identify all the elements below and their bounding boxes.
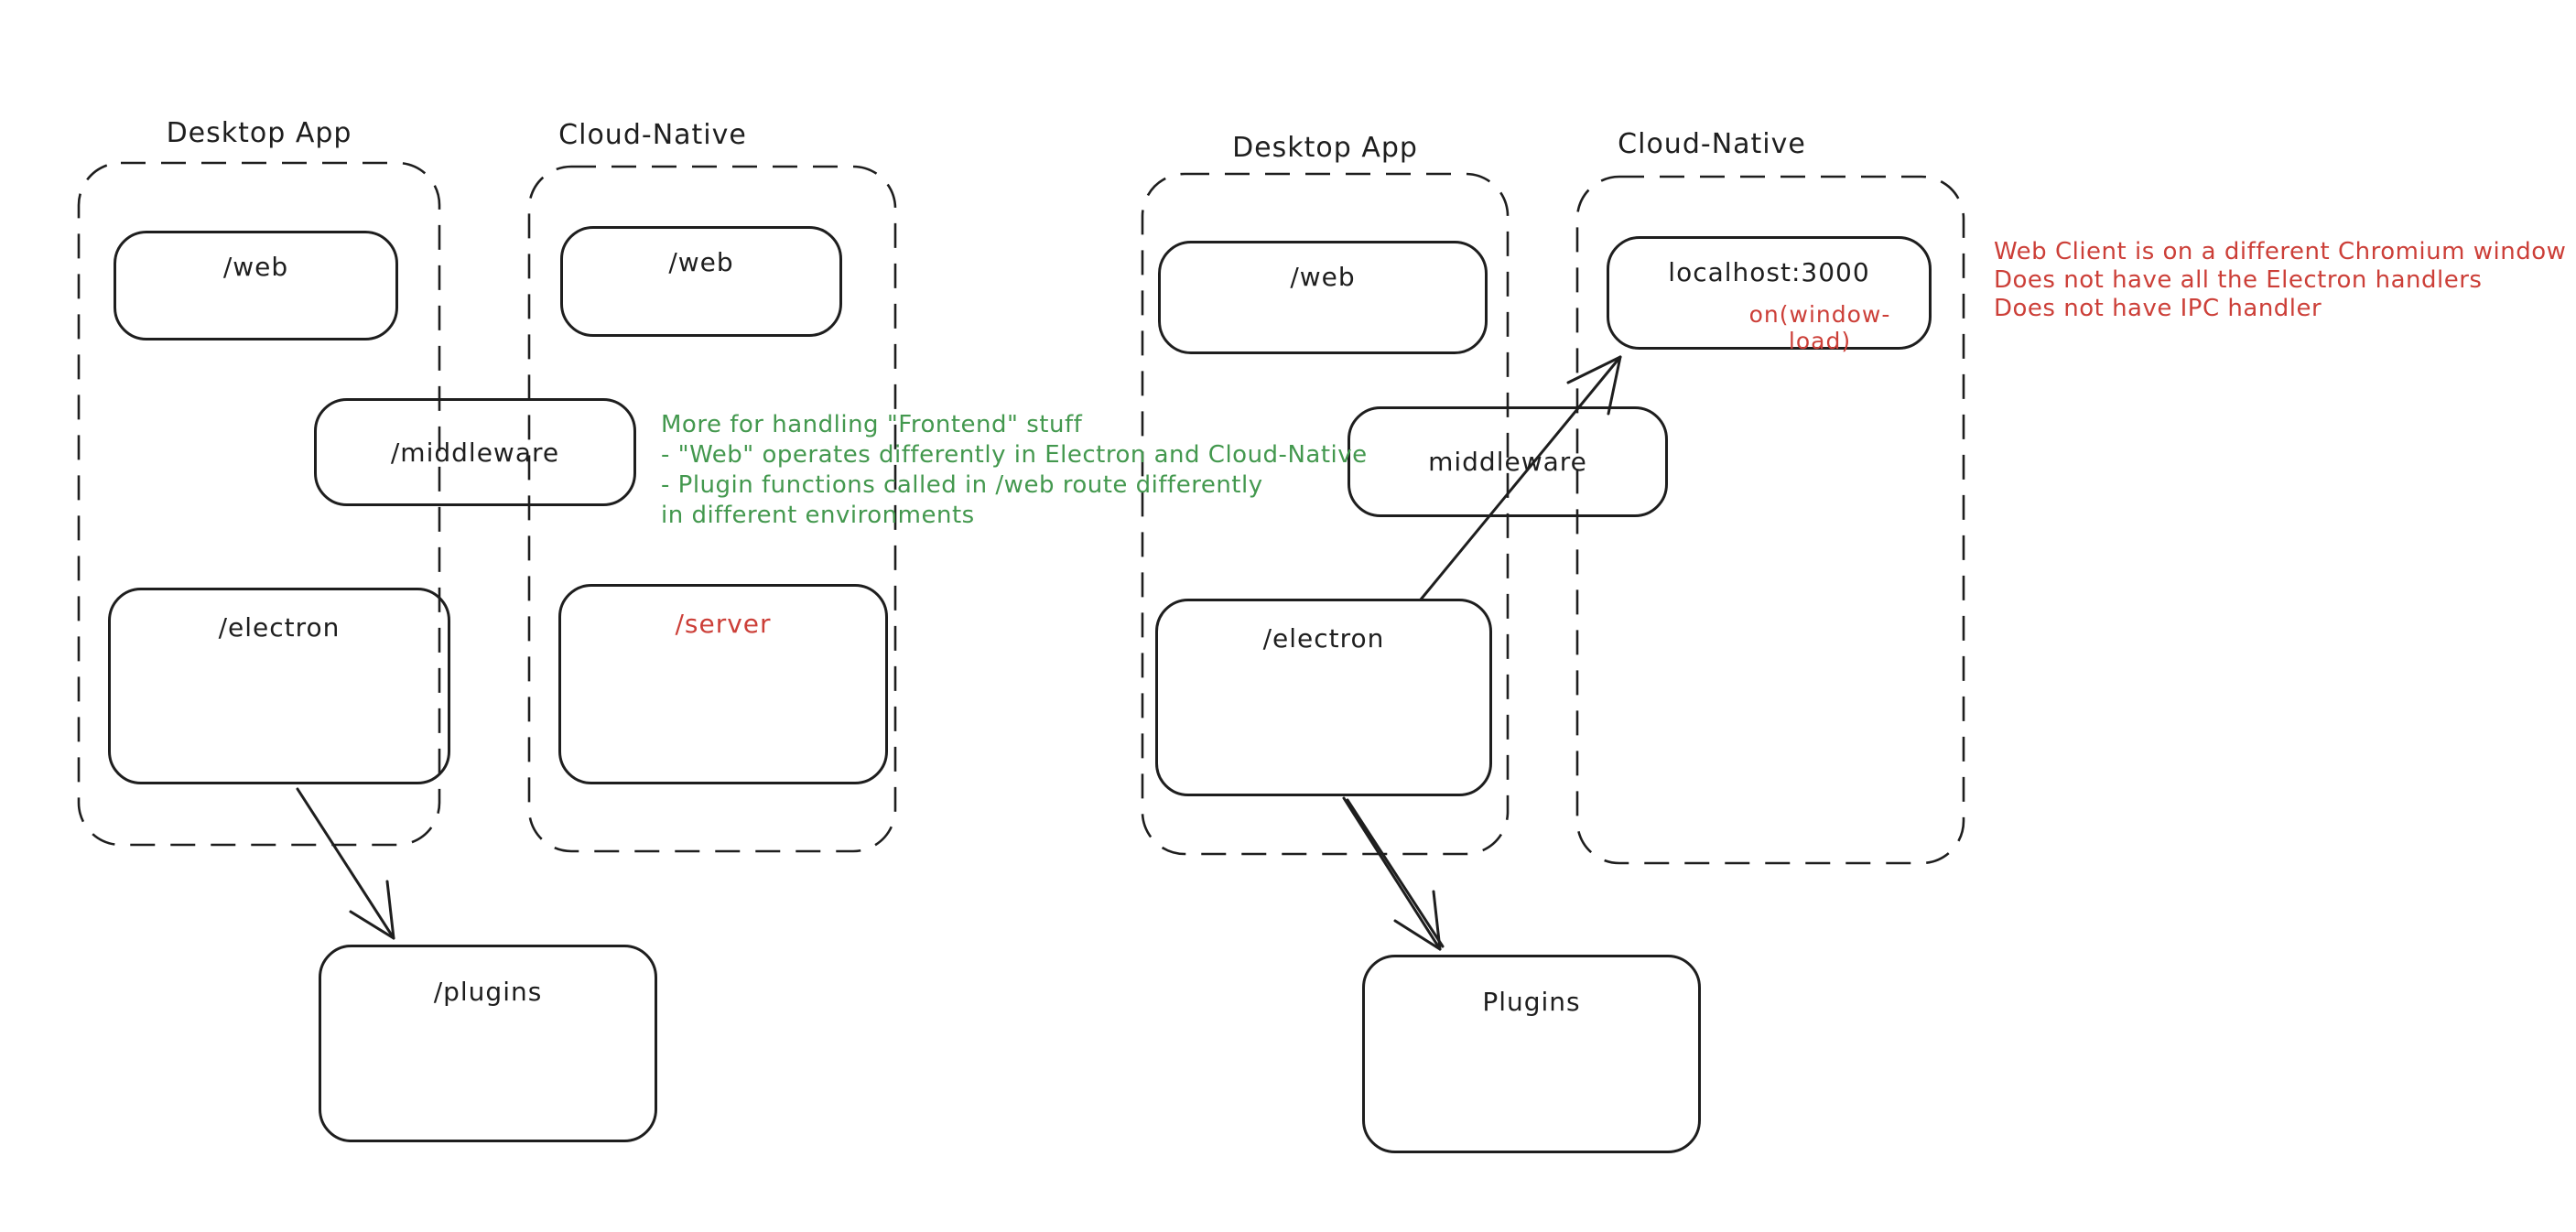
green-note-line: - "Web" operates differently in Electron… — [661, 441, 1368, 469]
electron-route-label: /electron — [1262, 623, 1385, 654]
electron-route-box-left: /electron — [108, 588, 450, 784]
desktop-app-container-left — [77, 161, 441, 847]
server-route-box: /server — [558, 584, 888, 784]
arrow-electron-to-plugins-right — [1342, 796, 1445, 951]
middleware-box-right: middleware — [1348, 406, 1668, 517]
green-annotation-note: More for handling "Frontend" stuff - "We… — [661, 410, 1368, 531]
web-route-box-desktop-right: /web — [1158, 241, 1488, 354]
green-note-line: in different environments — [661, 502, 975, 529]
cloud-native-container-left — [527, 165, 897, 853]
localhost-3000-label: localhost:3000 — [1668, 257, 1870, 287]
green-note-line: More for handling "Frontend" stuff — [661, 411, 1083, 438]
group-label-desktop-app-right: Desktop App — [1232, 132, 1418, 164]
desktop-app-container-right — [1141, 172, 1510, 856]
arrow-electron-to-plugins-left — [296, 787, 395, 940]
web-route-label: /web — [222, 252, 289, 282]
green-note-line: - Plugin functions called in /web route … — [661, 471, 1263, 499]
localhost-3000-box: localhost:3000 on(window-load) — [1607, 236, 1932, 354]
middleware-label: /middleware — [390, 437, 560, 468]
electron-route-box-right: /electron — [1155, 599, 1492, 796]
plugins-box-right: Plugins — [1362, 955, 1701, 1153]
red-note-line: Does not have all the Electron handlers — [1994, 266, 2483, 294]
red-annotation-note: Web Client is on a different Chromium wi… — [1994, 238, 2566, 323]
middleware-box-left: /middleware — [314, 398, 636, 506]
group-label-cloud-native-left: Cloud-Native — [558, 119, 747, 151]
cloud-native-container-right — [1575, 175, 1965, 865]
server-route-label: /server — [675, 609, 772, 639]
middleware-label: middleware — [1428, 447, 1587, 477]
web-route-label: /web — [1290, 262, 1356, 292]
web-route-box-cloud-left: /web — [560, 226, 842, 337]
red-note-line: Does not have IPC handler — [1994, 295, 2322, 322]
plugins-label: Plugins — [1482, 987, 1581, 1017]
window-load-event-label: on(window-load) — [1748, 301, 1891, 354]
group-label-desktop-app-left: Desktop App — [166, 117, 352, 149]
plugins-label: /plugins — [433, 977, 543, 1007]
group-label-cloud-native-right: Cloud-Native — [1618, 128, 1806, 160]
web-route-box-desktop-left: /web — [114, 231, 398, 340]
plugins-box-left: /plugins — [319, 945, 657, 1142]
arrow-electron-to-localhost — [1419, 355, 1622, 601]
electron-route-label: /electron — [218, 612, 341, 643]
red-note-line: Web Client is on a different Chromium wi… — [1994, 238, 2567, 265]
web-route-label: /web — [668, 247, 734, 277]
